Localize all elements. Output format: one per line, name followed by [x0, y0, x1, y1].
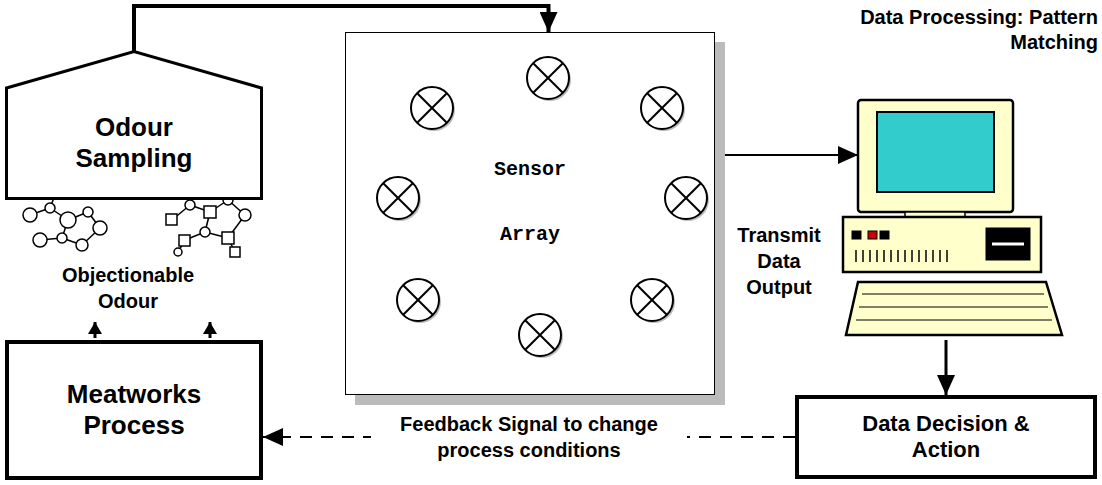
sensor-element	[527, 57, 571, 101]
process-box: Sensor Array	[345, 32, 715, 395]
node-heading: Data Processing: Pattern Matching	[858, 5, 1098, 55]
node-label: Sensor Array	[485, 137, 575, 267]
sensor-element	[641, 87, 685, 131]
free-label: Transmit Data Output	[729, 222, 829, 300]
sensor-element	[519, 314, 563, 358]
sensor-element	[665, 177, 709, 221]
sensor-element	[397, 279, 441, 323]
odour-arrow	[94, 322, 97, 338]
process-box: Meatworks Process	[5, 340, 263, 480]
sensor-element	[411, 87, 455, 131]
sensor-element	[377, 177, 421, 221]
odour-arrow	[209, 322, 212, 338]
connector-arrow	[134, 6, 549, 52]
sensor-elements	[377, 57, 709, 358]
node-label: Data Decision & Action	[846, 411, 1046, 464]
node-label: Meatworks Process	[44, 379, 224, 441]
free-label: Objectionable Odour	[41, 262, 216, 314]
connector-arrow	[945, 340, 948, 395]
node-label: Odour Sampling	[49, 112, 219, 174]
connector-arrow	[715, 154, 858, 156]
sensor-element	[631, 279, 675, 323]
edge-label: Feedback Signal to change process condit…	[371, 409, 687, 465]
computer-node: Data Processing: Pattern Matching	[858, 5, 1098, 340]
sampling-house: Odour Sampling	[5, 50, 263, 200]
computer-icon	[843, 100, 1062, 335]
house-shape	[7, 52, 262, 199]
molecule-right	[166, 195, 251, 257]
process-box: Data Decision & Action	[795, 395, 1097, 479]
